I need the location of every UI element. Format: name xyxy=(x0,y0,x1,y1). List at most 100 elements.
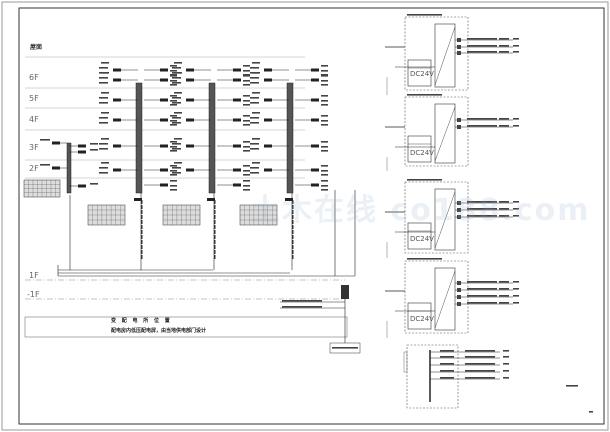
main-breaker xyxy=(207,198,215,201)
load-label xyxy=(170,120,177,122)
load-power xyxy=(513,302,519,304)
cable-spec xyxy=(282,306,322,308)
cable-label xyxy=(214,200,216,204)
breaker-symbol xyxy=(311,68,319,72)
load-label xyxy=(321,70,328,72)
cable-label xyxy=(141,240,143,244)
load-label xyxy=(172,172,181,174)
breaker-symbol xyxy=(264,144,272,148)
load-label xyxy=(250,172,259,174)
load-label xyxy=(172,82,181,84)
circuit-label xyxy=(467,208,497,210)
load-label xyxy=(243,146,250,148)
cable-label xyxy=(292,245,294,249)
load-label xyxy=(321,115,328,117)
riser-busway xyxy=(208,82,216,194)
breaker-symbol xyxy=(160,144,168,148)
circuit-label xyxy=(467,215,497,217)
load-name xyxy=(499,125,509,127)
load-label xyxy=(321,104,328,106)
cable-label xyxy=(141,225,143,229)
load-label xyxy=(243,120,250,122)
breaker-symbol xyxy=(311,98,319,102)
load-label xyxy=(250,82,259,84)
load-label xyxy=(252,162,260,164)
fuse-symbol xyxy=(457,215,461,219)
breaker-symbol xyxy=(160,168,168,172)
breaker-symbol xyxy=(160,183,168,187)
breaker-symbol xyxy=(160,78,168,82)
load-label xyxy=(170,100,177,102)
load-label xyxy=(250,143,259,145)
load-name xyxy=(503,356,509,358)
load-label xyxy=(321,100,328,102)
fuse-symbol xyxy=(457,295,461,299)
load-label xyxy=(321,170,328,172)
load-label xyxy=(243,84,250,86)
cable-label xyxy=(214,225,216,229)
floor-label-6f: 6F xyxy=(29,73,39,82)
load-label xyxy=(170,115,177,117)
panel-box xyxy=(404,96,469,167)
load-label xyxy=(321,174,328,176)
load-label xyxy=(99,82,108,84)
drawing-frame xyxy=(18,7,605,425)
load-label xyxy=(174,138,182,140)
load-label xyxy=(101,92,109,94)
panel-4-supply: DC24V xyxy=(410,315,434,323)
load-label xyxy=(243,75,250,77)
load-label xyxy=(170,170,177,172)
load-label xyxy=(90,143,98,145)
breaker-label xyxy=(440,363,454,365)
load-label xyxy=(90,183,98,185)
breaker-symbol xyxy=(160,68,168,72)
breaker-symbol xyxy=(264,118,272,122)
load-label xyxy=(170,150,177,152)
circuit-label xyxy=(467,295,497,297)
breaker-symbol xyxy=(113,144,121,148)
breaker-symbol xyxy=(311,144,319,148)
load-label xyxy=(170,189,177,191)
load-label xyxy=(170,104,177,106)
load-name xyxy=(499,295,509,297)
load-label xyxy=(99,167,108,169)
load-label xyxy=(101,112,109,114)
floor-label-2f: 2F xyxy=(29,164,39,173)
load-label xyxy=(170,74,177,76)
load-power xyxy=(513,118,519,120)
breaker-symbol xyxy=(113,118,121,122)
cable-label xyxy=(214,210,216,214)
panel-id xyxy=(407,14,442,16)
load-label xyxy=(243,180,250,182)
breaker-symbol xyxy=(186,68,194,72)
load-label xyxy=(170,165,177,167)
dist-panel-box xyxy=(406,344,459,409)
breaker-symbol xyxy=(78,144,86,148)
cable-label xyxy=(214,230,216,234)
load-label xyxy=(252,138,260,140)
load-power xyxy=(513,281,519,283)
breaker-symbol xyxy=(233,98,241,102)
load-name xyxy=(499,281,509,283)
breaker-symbol xyxy=(113,168,121,172)
load-name xyxy=(503,350,509,352)
panel-1-supply: DC24V xyxy=(410,70,434,78)
load-label xyxy=(99,117,108,119)
main-breaker xyxy=(285,198,293,201)
load-label xyxy=(321,141,328,143)
load-label xyxy=(99,102,108,104)
load-name xyxy=(503,377,509,379)
breaker-symbol xyxy=(233,118,241,122)
load-label xyxy=(172,148,181,150)
load-label xyxy=(252,92,260,94)
wire xyxy=(434,106,456,162)
load-label xyxy=(170,84,177,86)
cable-label xyxy=(214,220,216,224)
circuit-label xyxy=(467,288,497,290)
cable-label xyxy=(141,200,143,204)
power-supply-box xyxy=(407,135,432,163)
load-label xyxy=(252,72,260,74)
load-label xyxy=(101,72,109,74)
load-label xyxy=(101,62,109,64)
panel-id xyxy=(407,258,442,260)
